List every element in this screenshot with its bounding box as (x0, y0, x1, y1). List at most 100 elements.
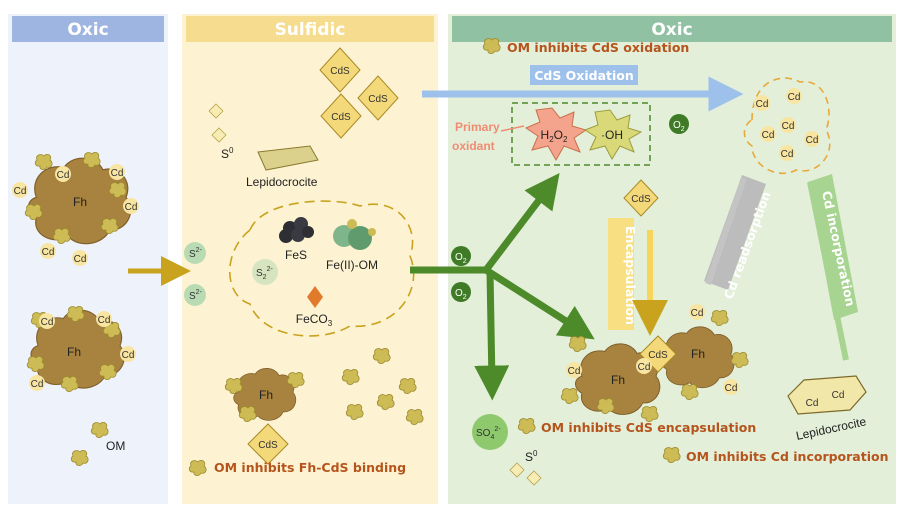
cd-ion: Cd (57, 170, 70, 181)
note-cds-encapsulation: OM inhibits CdS encapsulation (541, 420, 756, 435)
fh-label: Fh (259, 388, 273, 402)
cds-label: CdS (330, 66, 350, 77)
s0-crystal (526, 470, 542, 486)
cds-label: CdS (331, 112, 351, 123)
svg-text:S2-: S2- (189, 289, 203, 302)
primary-oxidant-line2: oxidant (452, 139, 495, 153)
fh-particle-bottom: Fh (26, 305, 125, 392)
o2-molecule (451, 282, 471, 302)
fh-cds-particle: Fh CdS (224, 368, 305, 465)
cd-ion: Cd (42, 247, 55, 258)
cds-label: CdS (631, 194, 651, 205)
oxidized-cds-cluster (743, 77, 831, 175)
note-fh-cds-binding: OM inhibits Fh-CdS binding (214, 460, 406, 475)
cd-ion: Cd (111, 168, 124, 179)
fh-label: Fh (73, 195, 87, 209)
oxic-left-header (12, 16, 164, 42)
fh-label: Fh (67, 345, 81, 359)
cds-crystals-top: CdS CdS CdS (319, 47, 399, 139)
cd-incorporation-band (808, 174, 858, 320)
cd-ion: Cd (122, 350, 135, 361)
cd-ion: Cd (31, 379, 44, 390)
primary-oxidant-pointer (500, 125, 525, 132)
cd-ion: Cd (781, 149, 794, 160)
fes-label: FeS (285, 248, 307, 262)
cds-oxidation-badge (530, 65, 638, 85)
arrow-to-oxidant (483, 173, 560, 273)
cd-ion: Cd (762, 130, 775, 141)
encapsulation-label: Encapsulation (623, 226, 638, 325)
arrow-cd-incorporation (807, 181, 849, 361)
sulfate-ion (472, 414, 508, 450)
sulfidic-header (186, 16, 434, 42)
lepidocrocite-crystal (257, 145, 319, 171)
svg-text:O2: O2 (673, 120, 685, 133)
cd-ion: Cd (568, 366, 581, 377)
note-cd-incorporation: OM inhibits Cd incorporation (686, 449, 888, 464)
reaction-zone (229, 200, 415, 337)
cds-oxidation-label: CdS Oxidation (534, 68, 634, 83)
s0-crystal (211, 127, 227, 143)
fe-om-complex (333, 219, 376, 250)
sulfidic-panel (182, 14, 438, 504)
cd-ion: Cd (41, 317, 54, 328)
oxic-right-title: Oxic (651, 20, 692, 40)
fes-cluster (279, 217, 314, 243)
s0-crystal (208, 103, 224, 119)
h2o2-label: H2O2 (541, 128, 568, 144)
cd-ion: Cd (782, 121, 795, 132)
note-cds-oxidation: OM inhibits CdS oxidation (507, 40, 689, 55)
cd-in-lepidocrocite: Cd (806, 398, 819, 409)
cd-ion: Cd (98, 315, 111, 326)
fh-label: Fh (611, 373, 625, 387)
cd-ion: Cd (125, 202, 138, 213)
svg-text:S2-: S2- (189, 247, 203, 260)
arrow-cd-readsorption (705, 177, 747, 285)
o2-molecule (669, 114, 689, 134)
cd-ion: Cd (725, 383, 738, 394)
feco3-crystal (307, 286, 323, 308)
arrow-to-sulfate (474, 271, 510, 401)
oh-label: ·OH (601, 128, 623, 142)
cd-ion: Cd (788, 92, 801, 103)
s0-crystal (509, 462, 525, 478)
cd-ion: Cd (756, 99, 769, 110)
s2-ion (184, 242, 206, 264)
svg-text:O2: O2 (455, 288, 467, 301)
arrow-to-encapsulation (484, 267, 595, 340)
cd-ion: Cd (806, 135, 819, 146)
oh-burst (583, 109, 643, 161)
s2-ion (184, 284, 206, 306)
oxic-right-header (452, 16, 892, 42)
feco3-label: FeCO3 (296, 312, 333, 328)
fh-particle-top: Fh (24, 151, 132, 245)
svg-text:S22-: S22- (256, 266, 273, 281)
s0-label: S0 (221, 146, 234, 161)
svg-text:SO42-: SO42- (476, 426, 501, 441)
sulfidic-title: Sulfidic (275, 20, 346, 40)
om-label: OM (106, 439, 125, 453)
o2-molecule (451, 246, 471, 266)
s0-label: S0 (525, 449, 538, 464)
oxic-left-panel (8, 14, 168, 504)
fe-om-label: Fe(II)-OM (326, 258, 378, 272)
lepidocrocite-crystal (787, 375, 867, 415)
cds-label: CdS (258, 440, 278, 451)
svg-text:O2: O2 (455, 252, 467, 265)
primary-oxidant-line1: Primary (455, 120, 500, 134)
cds-label: CdS (648, 350, 668, 361)
cd-ion: Cd (638, 362, 651, 373)
encapsulation-bar (608, 218, 634, 330)
fh-label: Fh (691, 347, 705, 361)
s2-2-ion (252, 259, 278, 285)
h2o2-burst (524, 107, 588, 162)
cds-crystal (623, 179, 659, 217)
cd-ion: Cd (74, 254, 87, 265)
cd-in-lepidocrocite: Cd (832, 390, 845, 401)
cd-readsorption-band (704, 175, 766, 290)
cd-ion: Cd (14, 186, 27, 197)
cds-label: CdS (368, 94, 388, 105)
lepidocrocite-label: Lepidocrocite (246, 175, 318, 189)
oxic-left-title: Oxic (67, 20, 108, 40)
